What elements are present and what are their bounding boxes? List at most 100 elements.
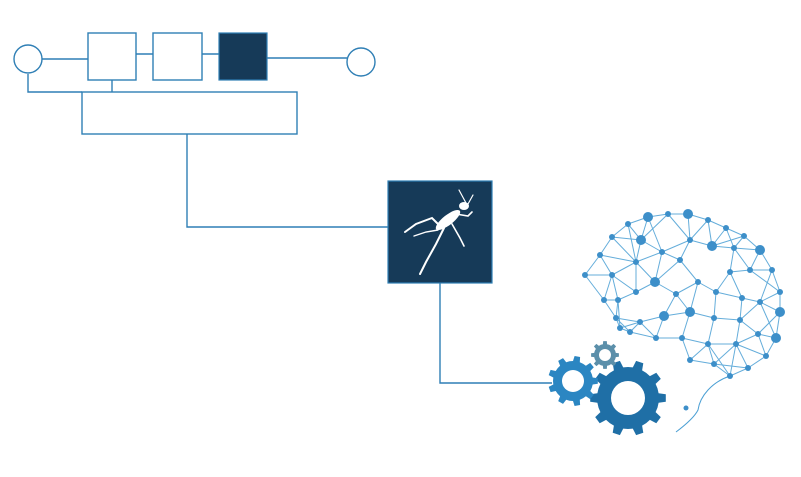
brain-node [636, 235, 646, 245]
brain-edge [757, 333, 767, 357]
brain-edge [603, 274, 613, 301]
brain-edge [617, 291, 637, 301]
pipeline-start-node [13, 44, 43, 74]
brain-node [777, 289, 783, 295]
brain-node [687, 237, 693, 243]
pipeline-wires [27, 53, 552, 384]
brain-edge [603, 299, 617, 319]
brain-edge [759, 291, 781, 303]
brain-node [650, 277, 660, 287]
brain-edge [725, 227, 745, 237]
brain-edge [615, 317, 641, 323]
brain-node [739, 295, 745, 301]
brain-edge [619, 321, 641, 329]
brain-node [627, 329, 633, 335]
brain-edge [679, 259, 699, 283]
brain-node [665, 211, 671, 217]
brain-edge [629, 331, 657, 339]
brain-edge [615, 299, 619, 319]
brain-node [677, 257, 683, 263]
brain-edge [697, 281, 717, 293]
brain-node [755, 331, 761, 337]
brain-edge [689, 359, 715, 365]
brain-edge [759, 269, 773, 303]
brain-edge [639, 321, 657, 339]
brain-edge [627, 223, 637, 263]
brain-node [582, 272, 588, 278]
brain-edge [615, 317, 631, 333]
brain-node [687, 357, 693, 363]
brain-edge [747, 355, 767, 369]
brain-edge [741, 297, 761, 303]
brain-edge [735, 333, 759, 345]
brain-node [727, 373, 733, 379]
insect-panel [387, 180, 493, 284]
brain-edge [749, 269, 781, 293]
brain-edge [729, 367, 749, 377]
brain-edge [689, 219, 709, 241]
brain-node [683, 405, 689, 411]
large-gear [590, 360, 666, 436]
brain-node [659, 249, 665, 255]
brain-edge [715, 291, 743, 299]
brain-edges [584, 213, 781, 377]
brain-edge [735, 343, 749, 369]
brain-edge [611, 223, 629, 238]
pipeline-stage-2 [152, 32, 203, 81]
brain-edge [675, 281, 699, 295]
brain-node [659, 311, 669, 321]
brain-node [637, 319, 643, 325]
brain-edge [599, 254, 613, 276]
medium-gear [548, 356, 598, 406]
brain-edge [654, 251, 663, 283]
brain-node [615, 297, 621, 303]
brain-node [653, 335, 659, 341]
brain-node [643, 212, 653, 222]
brain-edge [713, 363, 731, 377]
brain-edge [661, 239, 691, 253]
brain-edge [759, 301, 777, 339]
brain-node [705, 217, 711, 223]
brain-node [711, 361, 717, 367]
brain-edge [647, 216, 663, 253]
brain-edge [635, 251, 663, 263]
brain-edge [711, 235, 745, 247]
brain-node [763, 353, 769, 359]
brain-edge [584, 274, 605, 301]
brain-node [705, 341, 711, 347]
brain-edge [733, 247, 751, 271]
brain-edge [599, 236, 613, 256]
brain-edge [681, 337, 691, 361]
brain-edge [584, 254, 601, 276]
brain-node [601, 297, 607, 303]
brain-node [731, 245, 737, 251]
brain-node [755, 245, 765, 255]
brain-edge [713, 363, 749, 369]
brain-edge [715, 271, 731, 293]
brain-edge [679, 239, 691, 261]
brain-edge [707, 219, 727, 229]
brain-edge [729, 247, 735, 273]
neural-network-brain-icon [582, 209, 785, 433]
pipeline-end-node [346, 47, 376, 77]
brain-edge [735, 319, 741, 345]
brain-edge [735, 343, 767, 357]
brain-node [727, 269, 733, 275]
brain-edge [713, 343, 737, 365]
brain-edge [729, 269, 751, 273]
brain-edge [707, 343, 715, 365]
brain-edge [739, 319, 759, 335]
brain-edge [667, 213, 691, 241]
brain-edge [599, 254, 637, 263]
brain-node [757, 299, 763, 305]
brain-nodes [582, 209, 785, 379]
pipeline-stage-1 [87, 32, 137, 81]
brain-node [771, 333, 781, 343]
brain-node [625, 221, 631, 227]
brain-edge [617, 299, 621, 329]
memory-block [81, 91, 298, 135]
grasshopper-icon [404, 189, 474, 275]
brain-node [741, 233, 747, 239]
brain-edge [725, 227, 735, 249]
brain-edge [707, 317, 715, 345]
